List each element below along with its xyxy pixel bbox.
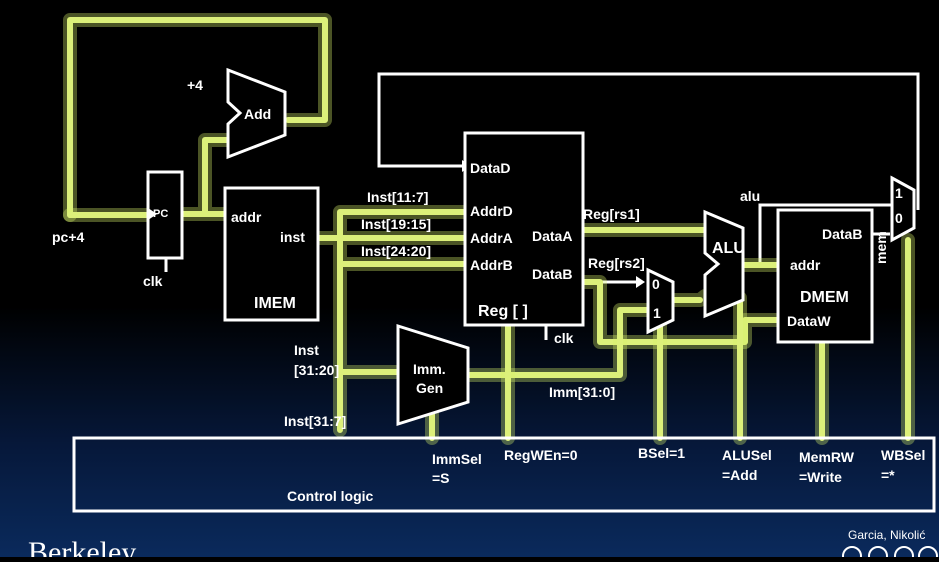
cc-license-icon: [842, 546, 938, 562]
wbmux-0-label: 0: [895, 210, 903, 226]
mem-label: mem: [873, 231, 889, 264]
alu-block: [703, 209, 745, 319]
control-logic-box: [72, 436, 936, 513]
inst-11-7-label: Inst[11:7]: [367, 189, 428, 205]
inst-31-20-label-b: [31:20]: [294, 362, 339, 378]
alu-to-wbmux-wire: [758, 203, 892, 265]
inst-24-20-label: Inst[24:20]: [361, 243, 431, 259]
bsel-mux: [646, 267, 675, 335]
inactive-wires: [160, 72, 920, 340]
memrw-label-1: MemRW: [799, 449, 855, 465]
credit-text: Garcia, Nikolić: [848, 528, 925, 542]
alusel-label-2: =Add: [722, 467, 757, 483]
dmem-dataw-label: DataW: [787, 313, 831, 329]
add-label: Add: [244, 106, 271, 122]
pc-adder: [226, 67, 287, 160]
addrb-label: AddrB: [470, 257, 513, 273]
bmux-0-label: 0: [652, 276, 660, 292]
dataa-label: DataA: [532, 228, 572, 244]
dmem-label: DMEM: [800, 289, 849, 306]
memrw-label-2: =Write: [799, 469, 842, 485]
imem-block: [223, 186, 320, 322]
pc-out-wire: [179, 137, 231, 217]
pc-plus4-loop-wire: [67, 17, 328, 218]
instruction-bus-wire: [315, 209, 468, 433]
imm-to-bmux-wire: [465, 307, 651, 378]
imem-addr-label: addr: [231, 209, 262, 225]
datad-label: DataD: [470, 160, 510, 176]
imm-31-0-label: Imm[31:0]: [549, 384, 615, 400]
wbsel-mux: [890, 175, 916, 243]
pc-clk-label: clk: [143, 273, 163, 289]
imem-inst-label: inst: [280, 229, 305, 245]
register-file: [463, 131, 585, 327]
inst-31-20-label-a: Inst: [294, 342, 319, 358]
pc-label: PC: [153, 208, 168, 220]
rs2-arrow: [636, 276, 645, 288]
addra-label: AddrA: [470, 230, 513, 246]
active-wires: [63, 13, 915, 445]
reg-clk-label: clk: [554, 330, 574, 346]
regwen-label: RegWEn=0: [504, 447, 578, 463]
reg-label: Reg [ ]: [478, 303, 528, 320]
reg-rs1-label: Reg[rs1]: [583, 206, 640, 222]
datab-label: DataB: [532, 266, 572, 282]
pc-plus4-label: pc+4: [52, 229, 85, 245]
rs2-to-dataw-wire: [580, 279, 781, 345]
bmux-1-label: 1: [653, 305, 661, 321]
alusel-label-1: ALUSel: [722, 447, 772, 463]
immsel-label-2: =S: [432, 470, 450, 486]
wbsel-label-1: WBSel: [881, 447, 925, 463]
bsel-label: BSel=1: [638, 445, 685, 461]
pc-clock-marker: [148, 208, 157, 220]
imem-label: IMEM: [254, 295, 296, 312]
addrd-label: AddrD: [470, 203, 513, 219]
dmem-addr-label: addr: [790, 257, 821, 273]
reg-rs2-label: Reg[rs2]: [588, 255, 645, 271]
alu-out-label: alu: [740, 188, 760, 204]
alu-label: ALU: [712, 240, 745, 257]
imm-gen-label-2: Gen: [416, 380, 443, 396]
control-signal-wires: [429, 237, 911, 441]
inst-19-15-label: Inst[19:15]: [361, 216, 431, 232]
imm-gen-label-1: Imm.: [413, 361, 446, 377]
imm-gen: [396, 323, 470, 427]
wbmux-1-label: 1: [895, 185, 903, 201]
control-logic-title: Control logic: [287, 488, 374, 504]
berkeley-logo: Berkeley: [28, 536, 136, 557]
wbsel-label-2: =*: [881, 467, 895, 483]
plus4-label: +4: [187, 77, 203, 93]
inst-31-label: Inst[31:7]: [284, 413, 346, 429]
immsel-label-1: ImmSel: [432, 451, 482, 467]
writeback-wire: [377, 72, 920, 210]
dmem-datab-label: DataB: [822, 226, 862, 242]
dmem-block: [776, 208, 874, 344]
